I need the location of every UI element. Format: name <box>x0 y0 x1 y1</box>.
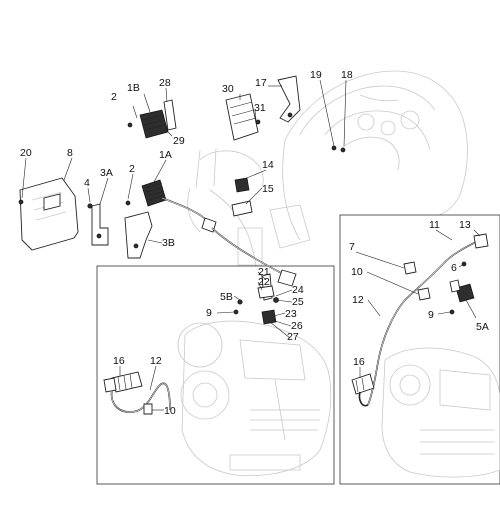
callout-21: 21 <box>258 266 270 278</box>
callout-1a: 1A <box>159 149 172 161</box>
sensor-cable-right <box>351 233 489 407</box>
callout-10-left: 10 <box>164 405 176 417</box>
callout-10-right: 10 <box>351 266 363 278</box>
callout-24: 24 <box>292 284 304 296</box>
callout-29: 29 <box>173 135 185 147</box>
callout-16-right: 16 <box>353 356 365 368</box>
screw-20 <box>18 199 24 205</box>
connector-7 <box>403 261 417 275</box>
bracket-3a <box>87 203 109 246</box>
callout-30: 30 <box>222 83 234 95</box>
connector-10-right <box>417 287 431 301</box>
control-unit-plate <box>18 177 79 251</box>
bracket-3b <box>124 200 153 259</box>
leader-lines <box>21 79 481 411</box>
callout-7: 7 <box>349 241 355 253</box>
callout-2-lower: 2 <box>129 163 135 175</box>
callout-20: 20 <box>20 147 32 159</box>
ecu-30 <box>225 93 261 141</box>
callout-5b: 5B <box>220 291 233 303</box>
callout-11: 11 <box>429 219 440 231</box>
callout-2: 2 <box>111 91 117 103</box>
screw-31 <box>255 119 261 125</box>
sensor-5a <box>455 283 475 303</box>
screw-2-upper <box>127 122 133 128</box>
callout-12-right: 12 <box>352 294 364 306</box>
callout-13: 13 <box>459 219 471 231</box>
sensor-cable-left <box>103 371 171 415</box>
callout-16-left: 16 <box>113 355 125 367</box>
sensor-assembly-left <box>233 273 279 325</box>
ghost-engine-right <box>381 347 500 478</box>
bracket-17 <box>277 75 301 123</box>
screw-9-right <box>449 309 455 315</box>
callout-1b: 1B <box>127 82 140 94</box>
callout-labels: 2 1B 28 29 30 31 17 19 18 20 8 4 3A 2 1A… <box>20 69 489 417</box>
screw-5b <box>237 299 243 305</box>
engine-inset-frame-right <box>339 214 500 485</box>
callout-25: 25 <box>292 296 304 308</box>
screw-19 <box>331 145 337 151</box>
callout-9-right: 9 <box>428 309 434 321</box>
screw-2-lower <box>125 200 131 206</box>
callout-12-left: 12 <box>150 355 162 367</box>
part-15 <box>231 200 253 217</box>
callout-3b: 3B <box>162 237 175 249</box>
callout-31: 31 <box>254 102 266 114</box>
connector-13 <box>473 233 489 249</box>
callout-28: 28 <box>159 77 171 89</box>
ghost-engine-left <box>177 320 332 476</box>
screw-18 <box>340 147 346 153</box>
callout-8: 8 <box>67 147 73 159</box>
callout-23: 23 <box>285 308 297 320</box>
callout-27: 27 <box>287 331 299 343</box>
callout-9-left: 9 <box>206 307 212 319</box>
callout-5a: 5A <box>476 321 489 333</box>
screw-4 <box>87 203 93 209</box>
connector-10-left <box>143 403 153 415</box>
callout-15: 15 <box>262 183 274 195</box>
callout-26: 26 <box>291 320 303 332</box>
callout-18: 18 <box>341 69 353 81</box>
part-14 <box>234 177 250 193</box>
ghost-body-outline <box>187 70 468 286</box>
callout-17: 17 <box>255 77 267 89</box>
callout-14: 14 <box>262 159 274 171</box>
callout-19: 19 <box>310 69 322 81</box>
regulator-1b <box>127 99 177 139</box>
callout-6: 6 <box>451 262 457 274</box>
callout-3a: 3A <box>100 167 113 179</box>
callout-22: 22 <box>258 276 270 288</box>
screw-9-left <box>233 309 239 315</box>
callout-4: 4 <box>84 177 90 189</box>
